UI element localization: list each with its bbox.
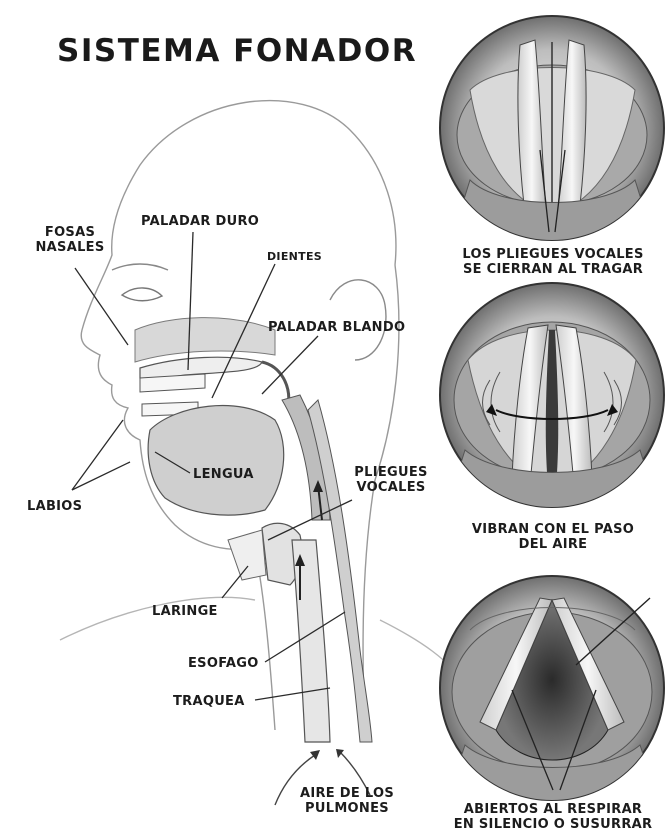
label-aire-pulmones: AIRE DE LOS PULMONES	[296, 786, 398, 816]
cartilage	[228, 530, 266, 580]
caption-folds-vibrating: VIBRAN CON EL PASO DEL AIRE	[455, 522, 651, 552]
nasal-cavity	[135, 318, 275, 362]
label-esofago: ESOFAGO	[188, 656, 259, 671]
vocal-folds-open	[440, 576, 665, 820]
label-labios: LABIOS	[27, 499, 82, 514]
label-lengua: LENGUA	[193, 467, 254, 482]
vocal-folds-closed	[440, 16, 664, 260]
label-traquea: TRAQUEA	[173, 694, 245, 709]
label-pliegues-vocales: PLIEGUES VOCALES	[346, 465, 436, 495]
label-fosas-nasales: FOSAS NASALES	[27, 225, 113, 255]
caption-folds-open: ABIERTOS AL RESPIRAR EN SILENCIO O SUSUR…	[441, 802, 665, 832]
internal-anatomy	[135, 318, 372, 805]
caption-folds-closed: LOS PLIEGUES VOCALES SE CIERRAN AL TRAGA…	[447, 247, 659, 277]
eye-sketch	[122, 288, 162, 301]
label-paladar-blando: PALADAR BLANDO	[268, 320, 405, 335]
label-laringe: LARINGE	[152, 604, 218, 619]
diagram-title: SISTEMA FONADOR	[57, 33, 417, 69]
vocal-folds-vibrating	[440, 283, 665, 530]
label-dientes: DIENTES	[267, 249, 322, 264]
label-paladar-duro: PALADAR DURO	[141, 214, 259, 229]
